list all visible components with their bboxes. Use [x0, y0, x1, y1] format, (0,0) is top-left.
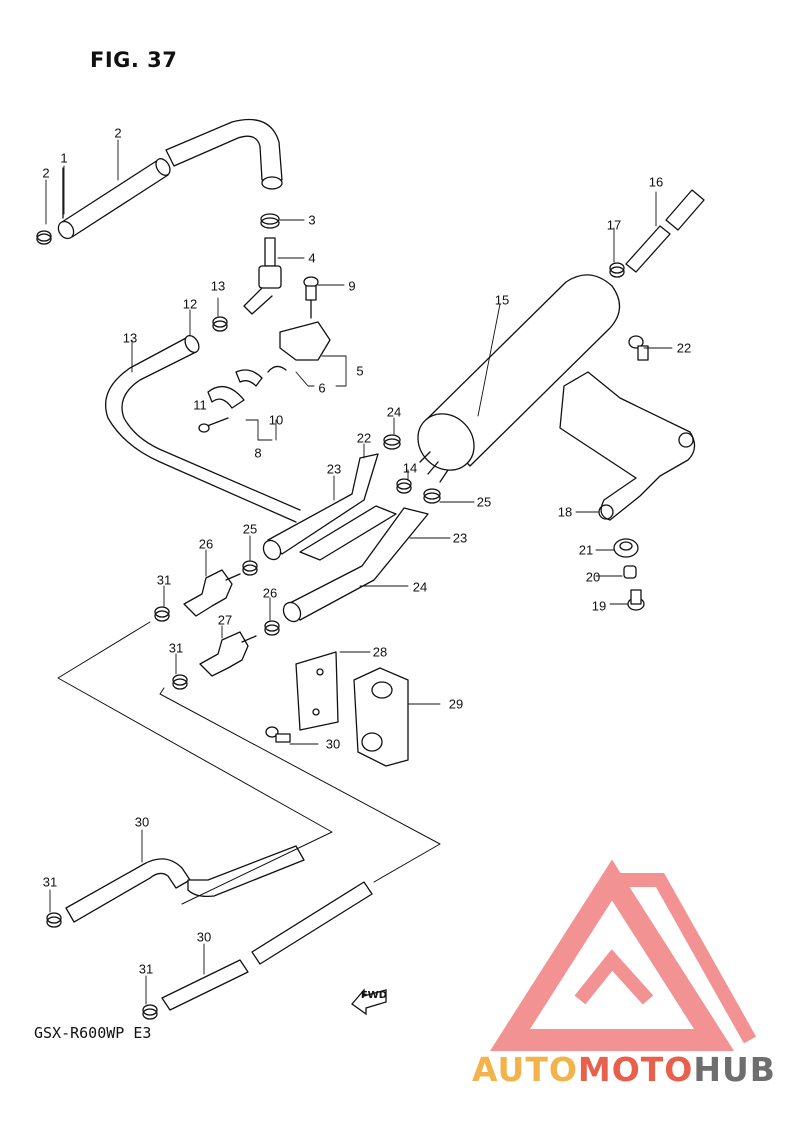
clamp-part-31 [46, 606, 188, 1020]
fwd-arrow-icon [351, 988, 387, 1016]
callout: 26 [262, 585, 278, 601]
callout: 13 [122, 330, 138, 346]
callout: 25 [242, 521, 258, 537]
callout: 30 [325, 736, 341, 752]
callout: 2 [42, 165, 50, 181]
callout: 22 [356, 430, 372, 446]
hose-part-22-23 [262, 453, 429, 623]
bolt-part-21 [628, 335, 649, 361]
callout: 2 [114, 125, 122, 141]
callout: 25 [476, 494, 492, 510]
callout: 31 [138, 961, 154, 977]
callout: 24 [386, 404, 402, 420]
callout: 20 [585, 569, 601, 585]
callout: 23 [452, 530, 468, 546]
watermark-text: AUTOMOTOHUB [472, 1050, 776, 1089]
bolt-part-29 [265, 726, 291, 743]
callout: 30 [134, 814, 150, 830]
callout: 31 [42, 874, 58, 890]
bracket-part-17 [559, 371, 696, 521]
collar-part-19 [623, 565, 637, 579]
bolt-part-7 [303, 276, 319, 319]
callout: 15 [494, 292, 510, 308]
valve-part-4 [243, 237, 282, 315]
hose-part-30 [65, 845, 373, 1011]
callout: 31 [156, 572, 172, 588]
clamp-part-25 [242, 560, 280, 636]
routing-lines [57, 621, 441, 905]
callout: 28 [372, 644, 388, 660]
bracket-part-5 [267, 321, 331, 373]
callout: 26 [198, 536, 214, 552]
filter-part-26 [183, 569, 257, 677]
hose-part-2 [57, 118, 283, 240]
model-code: GSX-R600WP E3 [34, 1024, 152, 1042]
bolt-part-18 [627, 589, 645, 611]
callout: 19 [591, 598, 607, 614]
callout: 5 [356, 363, 364, 379]
callout: 18 [557, 504, 573, 520]
callout: 17 [606, 217, 622, 233]
clamp-part-16 [609, 262, 625, 278]
hose-part-15 [625, 189, 705, 273]
callout: 14 [402, 460, 418, 476]
callout: 11 [193, 397, 207, 413]
callout: 12 [182, 296, 198, 312]
canister-part-14 [417, 274, 621, 483]
callout: 27 [217, 612, 233, 628]
clamp-part-24 [383, 434, 441, 504]
callout: 30 [196, 929, 212, 945]
callout: 3 [308, 212, 316, 228]
callout: 22 [676, 340, 692, 356]
leader-lines [45, 139, 673, 1005]
callout: 16 [648, 174, 664, 190]
grommet-part-20 [613, 538, 639, 558]
clamp-part-13 [212, 316, 412, 494]
callout: 21 [578, 542, 594, 558]
callout: 10 [268, 412, 284, 428]
callout: 13 [210, 278, 226, 294]
callout: 29 [448, 696, 464, 712]
hose-part-12 [104, 334, 301, 523]
fwd-label: FWD [360, 990, 387, 1001]
clamp-part-3 [36, 213, 280, 245]
callout: 31 [168, 640, 184, 656]
callout: 24 [412, 579, 428, 595]
clamp-part-8 [198, 369, 263, 433]
callout: 9 [348, 278, 356, 294]
callout: 8 [254, 445, 262, 461]
block-part-28 [353, 667, 409, 767]
figure-title: FIG. 37 [90, 48, 178, 72]
watermark-hub: HUB [693, 1050, 776, 1089]
watermark-moto: MOTO [577, 1050, 694, 1089]
callout: 23 [326, 461, 342, 477]
automotohub-logo-icon [489, 859, 757, 1051]
watermark-auto: AUTO [472, 1050, 578, 1089]
callout: 4 [308, 250, 316, 266]
plate-part-27 [295, 651, 339, 731]
callout: 6 [318, 380, 326, 396]
callout: 1 [60, 150, 68, 166]
